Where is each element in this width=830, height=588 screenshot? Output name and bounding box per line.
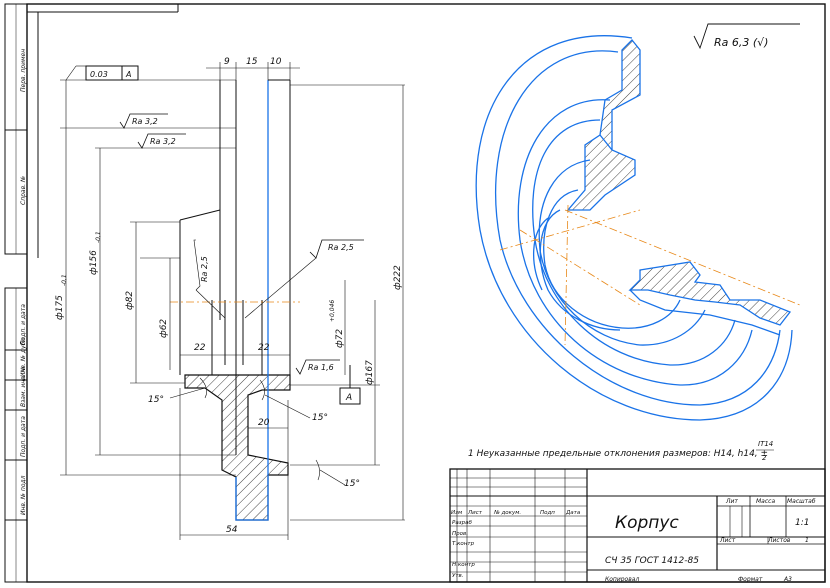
title-format-value: A3 [783, 576, 792, 583]
note-text: 1 Неуказанные предельные отклонения разм… [468, 449, 768, 459]
title-masshtab: Масштаб [787, 498, 816, 505]
dim-width-22a: 22 [194, 343, 206, 353]
datum-label: A [345, 393, 352, 403]
dim-angle-15b: 15° [312, 413, 328, 423]
title-listov-value: 1 [805, 537, 809, 544]
isometric-view: Ra 6,3 (√) [475, 23, 801, 421]
strip-inv-dubl: Инв. № дубл [20, 338, 27, 377]
tolerance-datum: A [125, 70, 131, 79]
title-copied: Копировал [605, 576, 639, 583]
dim-width-10: 10 [270, 57, 282, 67]
dim-width-22b: 22 [258, 343, 270, 353]
title-list: Лист [719, 537, 736, 544]
side-strip: Перв. примен Справ. № Подп. и дата Инв. … [5, 4, 27, 582]
iso-section-upper [566, 39, 641, 211]
note-fraction-den: 2 [762, 454, 767, 462]
strip-podp-data-2: Подп. и дата [20, 416, 27, 457]
dim-width-20: 20 [258, 418, 270, 428]
strip-perv-primen: Перв. примен [20, 49, 27, 92]
row-nkontr: Н.контр [452, 562, 475, 568]
row-tkontr: Т.контр [452, 541, 475, 547]
section-view: 0.03 A A Ra 3,2 Ra 3,2 Ra 2,5 Ra 2,5 Ra … [55, 57, 405, 540]
dim-width-15: 15 [246, 57, 258, 67]
strip-podp-data-1: Подп. и дата [20, 304, 27, 345]
title-listov: Листов [767, 537, 791, 544]
row-razrab: Разраб [452, 520, 472, 526]
col-podp: Подп [540, 510, 555, 516]
dim-d156: ф156 [89, 250, 99, 275]
col-izm: Изм [451, 510, 462, 516]
title-block: Изм Лист № докум. Подп Дата Разраб Пров.… [449, 468, 826, 583]
strip-vzam-inv: Взам. инв. № [20, 366, 27, 407]
col-list: Лист [467, 510, 483, 516]
title-format: Формат [738, 576, 763, 583]
iso-section-lower [628, 261, 792, 326]
roughness-ra25-b: Ra 2,5 [328, 243, 354, 252]
dim-d156-tol: -0,1 [95, 231, 102, 243]
roughness-ra32-b: Ra 3,2 [150, 137, 176, 146]
dim-d72: ф72 [335, 329, 345, 348]
dim-d62: ф62 [159, 319, 169, 338]
dim-d175-tol: -0,1 [61, 274, 68, 286]
part-name: Корпус [615, 513, 679, 533]
technical-note: 1 Неуказанные предельные отклонения разм… [468, 440, 774, 462]
section-hatch [184, 374, 291, 521]
strip-sprav-no: Справ. № [20, 176, 27, 205]
dim-width-54: 54 [226, 525, 238, 535]
dim-d82: ф82 [125, 291, 135, 310]
roughness-ra16: Ra 1,6 [308, 363, 334, 372]
row-prov: Пров. [452, 531, 468, 537]
tolerance-value: 0.03 [90, 70, 108, 79]
title-massa: Масса [756, 498, 775, 505]
dim-width-9: 9 [224, 57, 230, 67]
note-fraction-num: IT14 [758, 440, 773, 448]
roughness-ra32-a: Ra 3,2 [132, 117, 158, 126]
general-roughness: Ra 6,3 (√) [714, 36, 768, 49]
dim-d175: ф175 [55, 295, 65, 320]
dim-d222: ф222 [393, 265, 403, 290]
material: СЧ 35 ГОСТ 1412-85 [605, 556, 699, 566]
dim-angle-15a: 15° [148, 395, 164, 405]
title-lit: Лит [725, 498, 738, 505]
row-utv: Утв. [452, 573, 464, 579]
strip-inv-podl: Инв. № подл [20, 475, 27, 515]
title-scale-value: 1:1 [795, 518, 809, 528]
dim-d167: ф167 [365, 360, 375, 385]
dim-angle-15c: 15° [344, 479, 360, 489]
dim-d72-tol: +0,046 [329, 300, 336, 322]
col-data: Дата [565, 510, 581, 516]
roughness-ra25-a: Ra 2,5 [200, 256, 209, 282]
col-ndokum: № докум. [493, 510, 521, 516]
